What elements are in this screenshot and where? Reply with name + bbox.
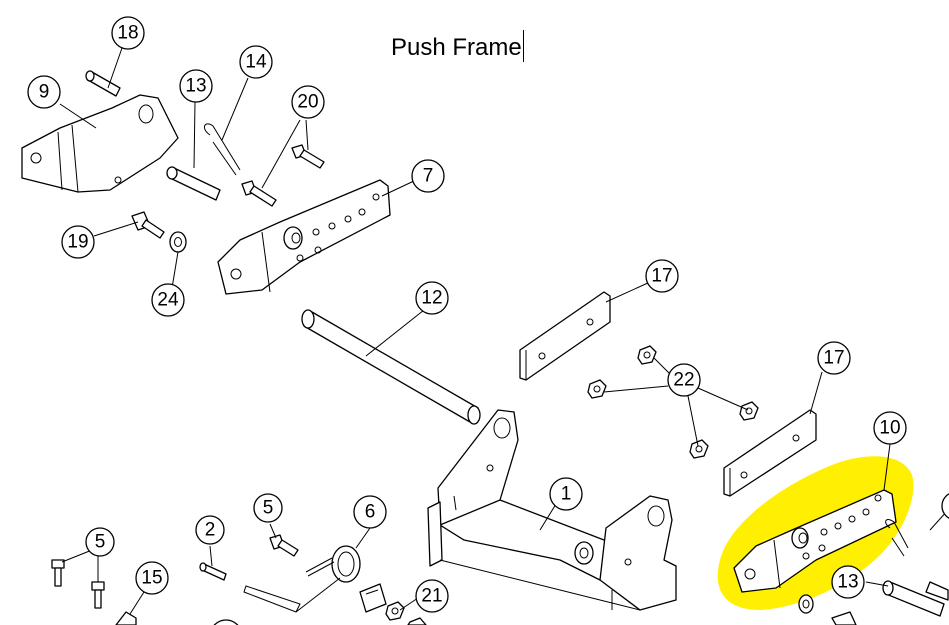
part-21-bolt-a <box>291 144 325 169</box>
svg-text:9: 9 <box>39 82 50 103</box>
svg-text:15: 15 <box>141 568 162 589</box>
part-22-nut-b <box>587 379 607 399</box>
callout-22: 22 <box>667 363 701 397</box>
part-bolt-edge <box>925 581 949 601</box>
part-18-pin <box>85 70 121 97</box>
part-15-bracket <box>115 611 137 625</box>
part-22-nut-d <box>689 439 709 459</box>
part-12-tube <box>301 309 481 425</box>
svg-text:20: 20 <box>297 92 318 113</box>
svg-text:24: 24 <box>157 290 179 311</box>
callout-18: 18 <box>111 16 145 50</box>
part-24-washer <box>169 231 187 253</box>
callout-6: 6 <box>353 495 387 529</box>
text-cursor <box>522 30 524 62</box>
svg-text:10: 10 <box>879 418 900 439</box>
svg-text:22: 22 <box>673 370 694 391</box>
callout-5-center: 5 <box>253 493 283 523</box>
svg-text:17: 17 <box>651 266 672 287</box>
part-14-hairpin-clip-right <box>885 519 909 557</box>
callout-partial-bottom <box>213 619 239 625</box>
callout-9: 9 <box>27 75 61 109</box>
part-washer-lower <box>798 594 814 614</box>
part-20-bolt <box>131 211 165 239</box>
callout-20: 19 <box>61 225 95 259</box>
callout-5-left: 5 <box>85 527 115 557</box>
part-6-spring <box>243 545 361 613</box>
part-13-pin-upper <box>166 166 221 201</box>
part-9-bracket <box>21 94 179 193</box>
callout-10: 10 <box>873 411 907 445</box>
svg-text:5: 5 <box>263 498 274 519</box>
part-22-nut-c <box>739 401 759 421</box>
callout-1: 1 <box>549 477 583 511</box>
part-bolt-lower <box>831 611 857 625</box>
callout-12: 12 <box>415 281 449 315</box>
callout-19: 21 <box>415 579 449 613</box>
svg-text:1: 1 <box>561 484 572 505</box>
svg-text:14: 14 <box>245 52 267 73</box>
callout-24: 24 <box>151 283 185 317</box>
callout-2: 2 <box>195 515 225 545</box>
svg-text:2: 2 <box>205 520 216 541</box>
callout-13: 13 <box>179 69 213 103</box>
callout-17-upper: 17 <box>645 259 679 293</box>
part-21-bolt-b <box>241 180 277 207</box>
svg-text:12: 12 <box>421 288 442 309</box>
callout-15: 15 <box>135 561 169 595</box>
part-19-nut <box>385 601 405 621</box>
callout-14: 14 <box>239 45 273 79</box>
diagram-title: Push Frame <box>391 30 524 62</box>
part-2-pin <box>199 562 227 581</box>
svg-text:21: 21 <box>421 586 442 607</box>
svg-text:5: 5 <box>95 532 106 553</box>
part-13-pin-lower <box>882 580 945 617</box>
part-5-bolt-a <box>269 534 299 557</box>
svg-text:6: 6 <box>365 502 376 523</box>
svg-text:19: 19 <box>67 232 88 253</box>
part-1-main-frame <box>427 409 677 611</box>
part-17-plate-upper <box>519 291 611 381</box>
part-5-bolt-c <box>91 581 105 609</box>
part-17-plate-lower <box>723 409 817 497</box>
part-bracket-small <box>359 583 387 613</box>
svg-text:13: 13 <box>837 572 858 593</box>
callout-partial-right <box>941 493 949 519</box>
part-10-arm <box>733 489 897 593</box>
part-14-hairpin-clip <box>203 123 241 176</box>
callout-7: 7 <box>411 159 445 193</box>
svg-text:18: 18 <box>117 23 138 44</box>
part-nut-edge <box>407 617 427 625</box>
svg-text:13: 13 <box>185 76 206 97</box>
callout-17-lower: 17 <box>817 341 851 375</box>
svg-text:17: 17 <box>823 348 844 369</box>
part-5-bolt-b <box>51 559 65 587</box>
callout-13-lower: 13 <box>831 565 865 599</box>
part-7-arm <box>217 179 391 295</box>
callout-21: 20 <box>291 85 325 119</box>
part-22-nut-a <box>637 345 657 365</box>
svg-text:7: 7 <box>423 166 434 187</box>
leader-lines <box>59 47 949 615</box>
